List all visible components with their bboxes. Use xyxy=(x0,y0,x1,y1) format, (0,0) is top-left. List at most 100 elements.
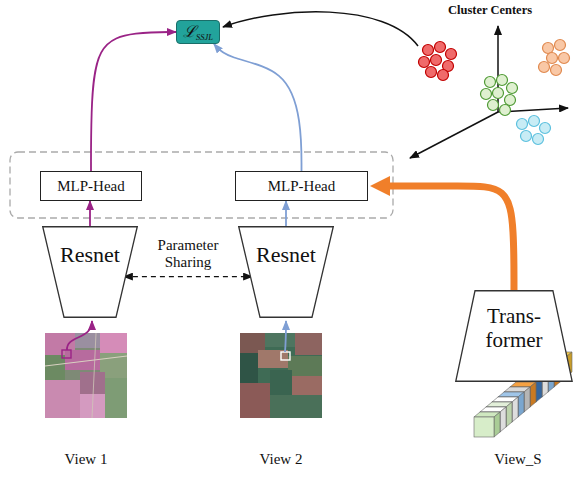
cluster-points xyxy=(505,95,516,106)
spectral-cube xyxy=(500,407,506,432)
view2-image xyxy=(240,353,258,383)
cluster-points xyxy=(529,116,540,127)
cluster-points xyxy=(539,62,550,73)
trapezoid-outline xyxy=(239,227,334,318)
view-caption: View 2 xyxy=(231,450,331,468)
feature-axes xyxy=(410,26,568,158)
node-text: Trans- former xyxy=(477,304,551,352)
view1-image xyxy=(92,333,96,418)
cluster-points xyxy=(543,43,554,54)
input-arrow xyxy=(67,321,92,350)
connector-arrow xyxy=(89,201,91,226)
view1-image xyxy=(45,333,127,418)
cluster-points xyxy=(559,53,570,64)
cluster-points xyxy=(446,49,457,60)
cluster-points xyxy=(507,83,518,94)
node-text: MLP-Head xyxy=(57,178,125,195)
cluster-points xyxy=(423,45,434,56)
view2-image xyxy=(240,333,322,418)
mlp-head-box: MLP-Head xyxy=(40,171,142,201)
cluster-arrow xyxy=(223,12,418,46)
loss-box: ℒSSJL xyxy=(176,20,220,44)
view2-image xyxy=(270,395,322,418)
trapezoid-outline xyxy=(238,226,334,318)
view2-image xyxy=(265,333,295,347)
connector-arrow xyxy=(214,44,302,171)
resnet-encoder: Resnet xyxy=(42,226,138,318)
head-group-frame xyxy=(10,152,393,218)
cluster-points xyxy=(481,89,492,100)
transformer-encoder: Trans- former xyxy=(455,290,573,382)
spectral-cube xyxy=(560,357,566,382)
cluster-points xyxy=(419,40,570,145)
head-group-frame xyxy=(10,152,393,218)
trapezoid-outline xyxy=(42,226,138,318)
spectral-cube xyxy=(548,367,554,392)
spectral-cube xyxy=(518,392,524,417)
connector-arrow xyxy=(124,276,252,277)
axis-title: Cluster Centers xyxy=(415,3,565,18)
view2-image xyxy=(240,383,270,418)
cluster-points xyxy=(539,40,570,76)
spectral-cube xyxy=(474,417,494,437)
view2-image xyxy=(270,370,292,395)
node-content: Resnet xyxy=(256,242,316,267)
cluster-points xyxy=(547,53,558,64)
cluster-points xyxy=(497,75,508,86)
edge-label: Parameter Sharing xyxy=(146,237,230,272)
node-content: Trans- former xyxy=(477,304,551,352)
node-text: MLP-Head xyxy=(268,178,336,195)
feature-axes xyxy=(410,112,498,158)
cluster-points xyxy=(419,42,457,81)
spectral-cube xyxy=(494,412,500,437)
view2-image xyxy=(288,356,322,376)
cluster-points xyxy=(435,42,446,53)
node-content: Resnet xyxy=(60,242,120,267)
view1-image xyxy=(45,333,127,418)
spectral-cube xyxy=(542,372,548,397)
cluster-points xyxy=(419,57,430,68)
view2-image xyxy=(258,350,288,368)
node-text: Resnet xyxy=(60,242,120,267)
cluster-arrow xyxy=(223,12,418,46)
connector-arrow xyxy=(91,32,176,171)
cluster-points xyxy=(517,119,528,130)
connector-arrow xyxy=(382,186,514,290)
node-text: SSJL xyxy=(196,32,213,42)
node-text: ℒ xyxy=(183,22,196,41)
view1-image xyxy=(105,378,127,418)
spectral-cube xyxy=(554,362,560,387)
input-arrow xyxy=(67,321,514,395)
cluster-points xyxy=(431,55,442,66)
cluster-points xyxy=(517,116,551,145)
view1-image xyxy=(45,355,65,380)
cluster-points xyxy=(481,75,518,116)
view1-image xyxy=(45,356,127,366)
cluster-points xyxy=(426,67,437,78)
cluster-points xyxy=(438,70,449,81)
node-content: ℒSSJL xyxy=(183,24,213,40)
node-content: MLP-Head xyxy=(57,178,125,195)
cluster-points xyxy=(493,88,504,99)
spectral-cube xyxy=(512,397,518,422)
cluster-points xyxy=(533,134,544,145)
cluster-points xyxy=(488,100,499,111)
view2-image xyxy=(295,333,322,355)
cluster-points xyxy=(485,77,496,88)
view1-image xyxy=(100,333,127,353)
spectral-cube xyxy=(506,402,512,427)
spectral-cube xyxy=(524,387,530,412)
spectral-cube xyxy=(536,377,542,402)
input-arrow xyxy=(285,321,286,352)
cluster-points xyxy=(521,131,532,142)
view2-image xyxy=(292,376,322,396)
spectral-cube xyxy=(474,352,572,437)
spectral-cube xyxy=(530,382,536,407)
node-text: Resnet xyxy=(256,242,316,267)
cluster-points xyxy=(555,40,566,51)
view1-image xyxy=(80,372,105,394)
